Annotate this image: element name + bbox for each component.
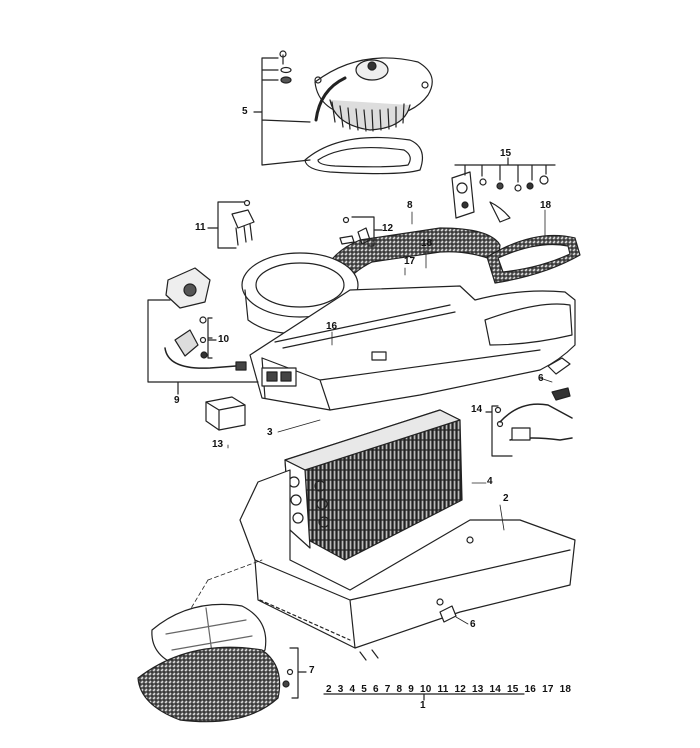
callout-bracket-7 [289,647,307,699]
spring-clip [547,357,571,375]
callout-bracket-14 [485,405,513,457]
sequence-bracket [323,693,525,701]
callout-bracket-12 [351,216,383,247]
clip-lower [439,605,457,623]
callout-15: 15 [500,148,512,159]
leader-lines [189,209,553,625]
callout-16: 16 [326,321,338,332]
sequence-item: 13 [472,684,484,695]
fastener-clips [282,668,294,688]
callout-13: 13 [212,439,224,450]
control-switch [231,199,255,246]
callout-7: 7 [309,665,315,676]
lower-housing [239,469,576,661]
callout-6-upper: 6 [538,373,544,384]
blower-motor-assembly [314,57,433,132]
sequence-item: 3 [337,684,344,695]
foam-outlet-ring [486,234,581,284]
heater-core [284,409,463,561]
clip-set [339,216,371,245]
callout-10: 10 [218,334,230,345]
callout-18-lower: 18 [421,238,433,249]
sequence-item: 18 [559,684,572,695]
callout-bracket-11 [207,201,245,249]
sequence-item: 11 [437,684,449,695]
callout-18-upper: 18 [540,200,552,211]
callout-6-lower: 6 [470,619,476,630]
sequence-item: 17 [542,684,554,695]
sequence-item: 12 [454,684,467,695]
callout-bracket-10 [207,317,217,359]
sequence-item: 14 [489,684,502,695]
temperature-sensor [164,267,247,371]
sequence-item: 9 [408,684,415,695]
callout-11: 11 [195,222,206,233]
sequence-item: 15 [507,684,519,695]
filter-block [205,396,246,431]
callout-3: 3 [267,427,273,438]
callout-bracket-5 [253,57,311,166]
sequence-item: 4 [349,684,356,695]
part-sequence-row: 2 3 4 5 6 7 8 9 10 11 12 13 14 15 16 17 … [326,684,574,695]
sequence-item: 16 [524,684,537,695]
callout-4: 4 [487,476,493,487]
sequence-item: 6 [373,684,379,695]
sequence-item: 7 [384,684,391,695]
callout-14: 14 [471,404,483,415]
support-bracket [494,403,573,441]
callout-2: 2 [503,493,509,504]
sequence-item: 10 [420,684,432,695]
upper-housing [241,252,576,411]
filter-pad [137,646,281,723]
callout-8: 8 [407,200,413,211]
sequence-total: 1 [420,700,426,711]
callout-9: 9 [174,395,180,406]
blower-gasket [304,136,423,175]
retaining-clip [551,387,571,401]
callout-5: 5 [242,106,248,117]
sequence-item: 2 [326,684,332,695]
fastener-screw-washer-nut [279,50,292,84]
callout-12: 12 [382,223,394,234]
sequence-item: 5 [361,684,368,695]
sequence-item: 8 [396,684,403,695]
callout-17: 17 [404,256,416,267]
mounting-bracket [451,171,549,223]
callout-bracket-9 [147,299,259,395]
callout-bracket-15 [454,157,556,183]
